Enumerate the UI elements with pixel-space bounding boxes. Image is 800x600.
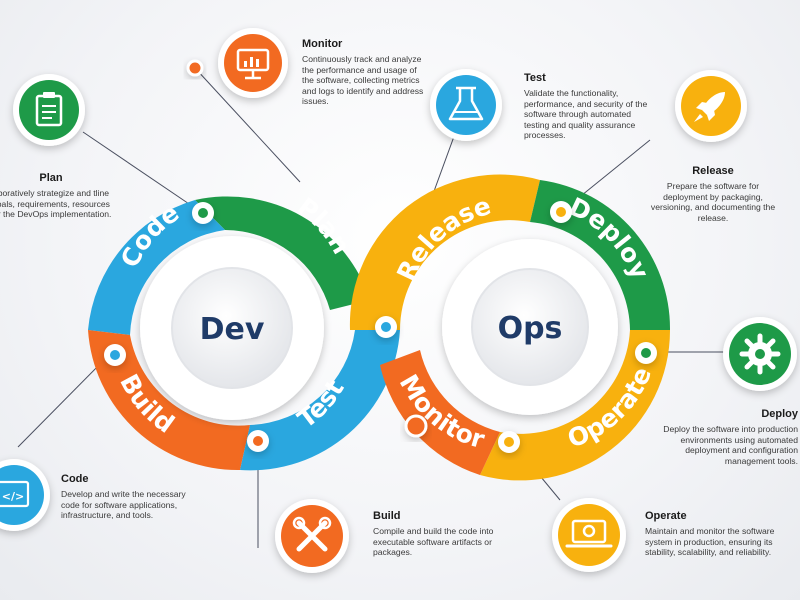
info-build-desc: Compile and build the code into executab…	[373, 526, 494, 558]
info-release-desc: Prepare the software for deployment by p…	[650, 181, 776, 223]
info-code-desc: Develop and write the necessary code for…	[61, 489, 186, 521]
rocket-icon	[675, 70, 747, 142]
core-label-dev: Dev	[200, 312, 265, 347]
flask-icon	[430, 69, 502, 141]
info-build-title: Build	[373, 510, 401, 522]
info-operate: Operate Maintain and monitor the softwar…	[645, 510, 795, 558]
info-code: Code Develop and write the necessary cod…	[61, 473, 201, 521]
clipboard-icon	[13, 74, 85, 146]
info-monitor-title: Monitor	[302, 38, 343, 50]
info-release: Release Prepare the software for deploym…	[648, 165, 778, 223]
ring-dots	[104, 59, 657, 453]
ring-segment-test	[240, 300, 400, 471]
info-build: Build Compile and build the code into ex…	[373, 510, 498, 558]
core-label-ops: Ops	[498, 311, 563, 346]
info-operate-desc: Maintain and monitor the software system…	[645, 526, 775, 558]
info-test: Test Validate the functionality, perform…	[524, 72, 652, 141]
dev-core: Dev	[140, 236, 324, 420]
ring-segment-release	[349, 174, 540, 330]
monitor-chart-icon	[218, 28, 288, 98]
info-plan: Plan aboratively strategize and tline go…	[0, 172, 116, 220]
info-deploy-title: Deploy	[761, 408, 798, 420]
info-test-desc: Validate the functionality, performance,…	[524, 88, 648, 141]
ring-segment-monitor	[380, 350, 500, 475]
gear-icon	[723, 317, 797, 391]
info-code-title: Code	[61, 473, 89, 485]
ring-segment-build	[88, 330, 250, 471]
info-plan-title: Plan	[39, 172, 63, 184]
info-monitor-desc: Continuously track and analyze the perfo…	[302, 54, 424, 107]
info-test-title: Test	[524, 72, 546, 84]
code-glyph: </>	[2, 490, 24, 503]
ring-segment-operate	[480, 330, 671, 481]
info-operate-title: Operate	[645, 510, 687, 522]
ops-core: Ops	[442, 239, 618, 415]
code-window-icon: </>	[0, 459, 50, 531]
laptop-gear-icon	[552, 498, 626, 572]
tools-icon	[275, 499, 349, 573]
info-plan-desc: aboratively strategize and tline goals, …	[0, 188, 112, 220]
ring-segment-code	[88, 200, 225, 335]
info-deploy: Deploy Deploy the software into producti…	[648, 408, 798, 466]
info-release-title: Release	[692, 165, 734, 177]
ring-segment-plan	[195, 196, 370, 310]
info-monitor: Monitor Continuously track and analyze t…	[302, 38, 427, 107]
info-deploy-desc: Deploy the software into production envi…	[663, 424, 798, 466]
